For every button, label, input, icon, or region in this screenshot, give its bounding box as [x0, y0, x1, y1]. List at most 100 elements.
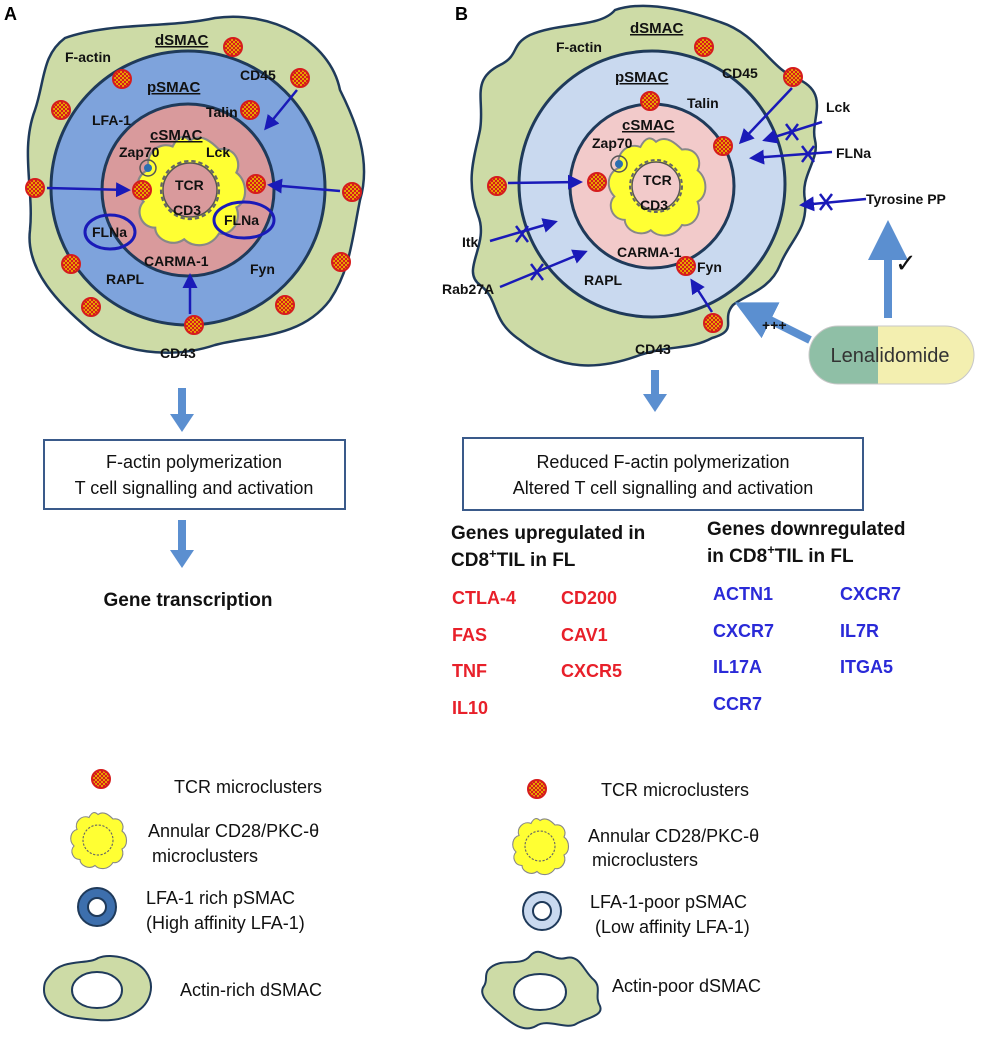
panel-a-box-line1: F-actin polymerization — [106, 452, 282, 472]
panel-b-psmac-label: pSMAC — [615, 69, 668, 86]
gene-up: CXCR5 — [561, 661, 622, 681]
panel-a: A — [4, 4, 366, 611]
legend-right-annular-label-1: Annular CD28/PKC-θ — [588, 826, 759, 846]
panel-a-dsmac-label: dSMAC — [155, 32, 208, 49]
legend-left-dsmac-icon — [42, 954, 152, 1022]
panel-a-arrows — [46, 89, 341, 314]
panel-a-box-line2: T cell signalling and activation — [75, 478, 314, 498]
panel-b-tyrosine-pp-label: Tyrosine PP — [866, 191, 946, 207]
panel-b-factin-label: F-actin — [556, 39, 602, 55]
legend-left-tcr-label: TCR microclusters — [174, 777, 322, 797]
panel-a-tcr-label: TCR — [175, 177, 204, 193]
legend-left-annular-icon — [70, 811, 128, 870]
gene-down: CCR7 — [713, 694, 762, 714]
panel-b-letter: B — [455, 4, 468, 24]
down-header-line1: Genes downregulated — [707, 519, 905, 540]
legend-right-dsmac-icon — [481, 950, 602, 1030]
panel-a-tcr-core — [162, 162, 218, 218]
legend-right-tcr-label: TCR microclusters — [601, 780, 749, 800]
legend-left: TCR microclusters Annular CD28/PKC-θ mic… — [42, 769, 322, 1022]
panel-b-talin-label: Talin — [687, 95, 719, 111]
panel-b-rapl-label: RAPL — [584, 272, 623, 288]
legend-left-psmac-label-1: LFA-1 rich pSMAC — [146, 888, 295, 908]
gene-up: IL10 — [452, 698, 488, 718]
panel-b-cd43-label: CD43 — [635, 341, 671, 357]
gene-up: CTLA-4 — [452, 588, 516, 608]
panel-a-cd3-label: CD3 — [173, 202, 201, 218]
panel-b-check-mark: ✓ — [895, 249, 917, 279]
panel-b-zap70-icon — [610, 155, 628, 173]
panel-a-flna-right-label: FLNa — [224, 212, 259, 228]
legend-left-psmac-label-2: (High affinity LFA-1) — [146, 913, 305, 933]
gene-up: CD200 — [561, 588, 617, 608]
panel-a-lfa1-label: LFA-1 — [92, 112, 131, 128]
legend-right-dsmac-label: Actin-poor dSMAC — [612, 976, 761, 996]
legend-right-annular-icon — [512, 817, 570, 876]
legend-left-annular-label-1: Annular CD28/PKC-θ — [148, 821, 319, 841]
panel-b-plus-label: +++ — [762, 317, 787, 333]
panel-b-flna-label: FLNa — [836, 145, 871, 161]
panel-a-outcome: Gene transcription — [104, 590, 273, 611]
legend-left-psmac-icon — [77, 887, 117, 927]
panel-b-zap70-label: Zap70 — [592, 135, 633, 151]
up-header-line1: Genes upregulated in — [451, 523, 645, 544]
panel-b-rab27a-label: Rab27A — [442, 281, 494, 297]
up-header-line2: CD8+TIL in FL — [451, 546, 576, 571]
panel-a-box — [43, 439, 346, 510]
panel-a-csmac-label: cSMAC — [150, 127, 203, 144]
panel-b-drug-label: Lenalidomide — [831, 345, 950, 367]
gene-down: IL7R — [840, 621, 879, 641]
panel-a-cd43-label: CD43 — [160, 345, 196, 361]
gene-up: CAV1 — [561, 625, 608, 645]
gene-down: ITGA5 — [840, 657, 893, 677]
panel-b-csmac-label: cSMAC — [622, 117, 675, 134]
legend-left-dsmac-label: Actin-rich dSMAC — [180, 980, 322, 1000]
gene-down: ACTN1 — [713, 584, 773, 604]
panel-b-box-line1: Reduced F-actin polymerization — [536, 452, 789, 472]
legend-left-tcr-icon — [91, 769, 111, 789]
legend-right-psmac-icon — [522, 891, 562, 931]
legend-right: TCR microclusters Annular CD28/PKC-θ mic… — [481, 779, 761, 1030]
panel-b-carma1-label: CARMA-1 — [617, 244, 682, 260]
panel-b-box-line2: Altered T cell signalling and activation — [513, 478, 814, 498]
panel-b-tcr-label: TCR — [643, 172, 672, 188]
panel-a-factin-label: F-actin — [65, 49, 111, 65]
down-col2: CXCR7 IL7R ITGA5 — [840, 584, 901, 677]
gene-up: TNF — [452, 661, 487, 681]
panel-a-cd45-label: CD45 — [240, 67, 276, 83]
gene-down: CXCR7 — [713, 621, 774, 641]
panel-b-lenalidomide-arrows — [734, 220, 908, 344]
panel-a-flow-arrow-1 — [170, 388, 194, 432]
panel-a-talin-label: Talin — [206, 104, 238, 120]
panel-b-dsmac-label: dSMAC — [630, 20, 683, 37]
legend-right-tcr-icon — [527, 779, 547, 799]
panel-a-carma1-label: CARMA-1 — [144, 253, 209, 269]
panel-a-letter: A — [4, 4, 17, 24]
panel-b: B — [442, 4, 975, 511]
panel-a-flna-left-label: FLNa — [92, 224, 127, 240]
panel-b-cd3-label: CD3 — [640, 197, 668, 213]
panel-a-rapl-label: RAPL — [106, 271, 145, 287]
panel-a-zap70-label: Zap70 — [119, 144, 160, 160]
down-header-line2: in CD8+TIL in FL — [707, 542, 854, 567]
legend-right-psmac-label-2: (Low affinity LFA-1) — [595, 917, 750, 937]
panel-a-flow-arrow-2 — [170, 520, 194, 568]
down-col1: ACTN1 CXCR7 IL17A CCR7 — [713, 584, 774, 714]
gene-up: FAS — [452, 625, 487, 645]
panel-b-box — [462, 437, 864, 511]
panel-b-itk-label: Itk — [462, 234, 479, 250]
panel-b-lenalidomide-capsule: Lenalidomide — [808, 325, 975, 385]
legend-right-annular-label-2: microclusters — [592, 850, 698, 870]
up-col2: CD200 CAV1 CXCR5 — [561, 588, 622, 681]
panel-b-fyn-label: Fyn — [697, 259, 722, 275]
up-col1: CTLA-4 FAS TNF IL10 — [452, 588, 516, 718]
panel-b-block-marks — [515, 123, 833, 281]
panel-b-flow-arrow — [643, 370, 667, 412]
panel-a-psmac-label: pSMAC — [147, 79, 200, 96]
legend-left-annular-label-2: microclusters — [152, 846, 258, 866]
panel-a-zap70-icon — [139, 159, 157, 177]
panel-b-tcr-core — [631, 161, 681, 211]
legend-right-psmac-label-1: LFA-1-poor pSMAC — [590, 892, 747, 912]
gene-down: IL17A — [713, 657, 762, 677]
